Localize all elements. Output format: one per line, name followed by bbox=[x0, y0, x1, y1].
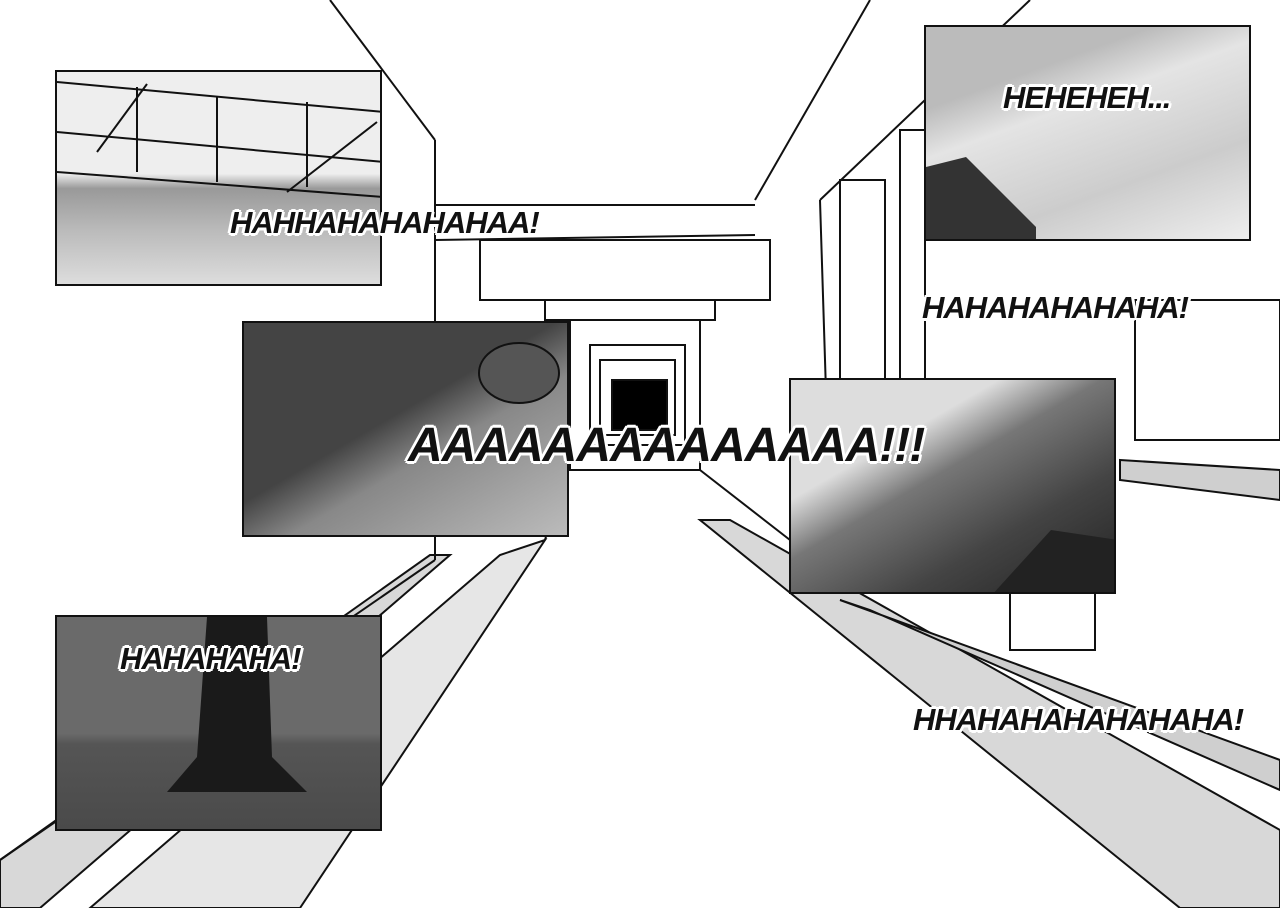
sfx-scream-center: AAAAAAAAAAAAAA!!! bbox=[408, 419, 925, 472]
panel-bridge bbox=[55, 70, 382, 286]
sfx-laugh-top-left: HAHHAHAHAHAHAA! bbox=[230, 205, 540, 240]
sfx-laugh-bottom-left: HAHAHAHA! bbox=[120, 641, 301, 676]
sfx-laugh-bottom-right: HHAHAHAHAHAHAHA! bbox=[913, 702, 1244, 737]
sfx-laugh-right-middle: HAHAHAHAHAHA! bbox=[922, 290, 1189, 325]
panel-dark-cliff bbox=[242, 321, 569, 537]
panel-rocky-field bbox=[924, 25, 1251, 241]
sfx-heheheh: HEHEHEH... bbox=[1003, 80, 1171, 115]
panel-rock-ledge bbox=[789, 378, 1116, 594]
panel-tree bbox=[55, 615, 382, 831]
